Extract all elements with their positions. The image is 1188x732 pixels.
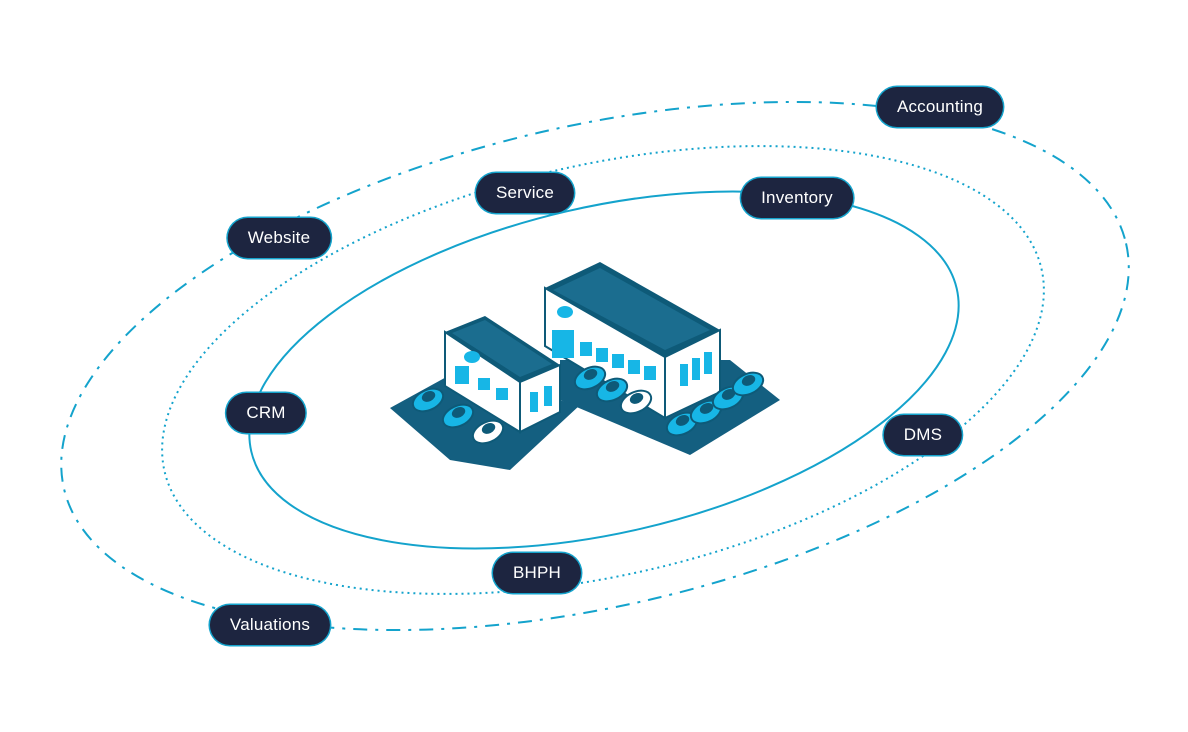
accounting-node[interactable]: Accounting [876, 87, 1004, 127]
valuations-node[interactable]: Valuations [209, 605, 331, 645]
car-icon [573, 365, 607, 391]
main-building [544, 262, 721, 420]
bhph-node[interactable]: BHPH [492, 553, 582, 593]
outer-ring [60, 100, 1130, 632]
car-icon [665, 411, 699, 437]
dms-node[interactable]: DMS [883, 415, 963, 455]
car-icon [731, 371, 765, 397]
parked-cars [411, 365, 765, 445]
small-building [444, 316, 561, 434]
dealership-illustration [390, 262, 780, 470]
car-icon [411, 387, 445, 413]
inventory-node[interactable]: Inventory [741, 178, 853, 218]
crm-node[interactable]: CRM [226, 393, 306, 433]
inner-ring [248, 190, 960, 550]
car-icon [595, 377, 629, 403]
car-icon [619, 389, 653, 415]
car-icon [471, 419, 505, 445]
website-node[interactable]: Website [227, 218, 331, 258]
service-node[interactable]: Service [475, 173, 575, 213]
middle-ring [161, 145, 1045, 595]
car-icon [441, 403, 475, 429]
